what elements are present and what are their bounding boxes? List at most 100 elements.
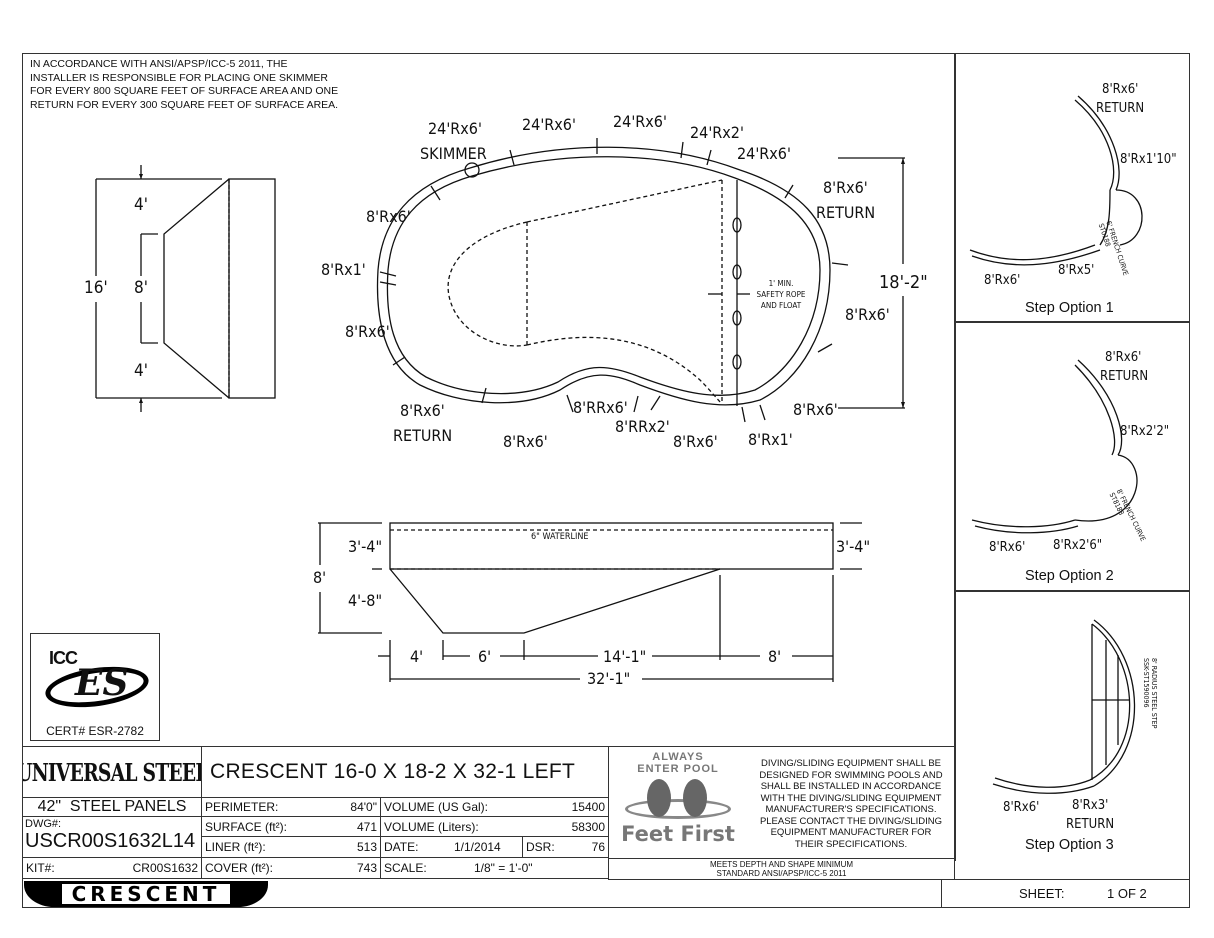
surface-cell: SURFACE (ft²): 471 — [201, 816, 381, 837]
kit-cell: KIT#: CR00S1632 — [22, 857, 202, 879]
date-value: 1/1/2014 — [454, 840, 501, 854]
panel-label: 8'Rx6' — [673, 432, 718, 451]
disclaimer-line: SHALL BE INSTALLED IN ACCORDANCE — [760, 781, 942, 792]
step-label: 8'Rx6' — [1003, 800, 1040, 815]
panel-label: 8'Rx6' — [793, 400, 838, 419]
universal-steel-logo: UNIVERSAL STEEL — [22, 757, 202, 787]
step-model-rotated: 8' RADIUS STEEL STEP SSK-ST1590096 — [1142, 658, 1158, 729]
es-logo-text: ES — [75, 662, 129, 704]
volume-liters-value: 58300 — [571, 819, 605, 834]
note-line: IN ACCORDANCE WITH ANSI/APSP/ICC-5 2011,… — [30, 58, 288, 70]
kit-number: CR00S1632 — [132, 861, 198, 875]
sheet-value: 1 OF 2 — [1107, 886, 1147, 901]
step-option-title: Step Option 2 — [1025, 568, 1114, 584]
panel-label: 24'Rx6' — [428, 119, 482, 138]
step-label: RETURN — [1096, 101, 1145, 116]
date-cell: DATE: 1/1/2014 — [380, 836, 523, 858]
waterline-label: 6" WATERLINE — [531, 532, 589, 542]
feet-first-line1: ALWAYS — [652, 751, 704, 763]
panel-label: 8'Rx6' — [845, 305, 890, 324]
step-label: RETURN — [1066, 817, 1115, 832]
return-label: 8'Rx6' — [823, 178, 868, 197]
panel-label: 8'Rx6' — [345, 322, 390, 341]
dwg-label: DWG#: — [25, 818, 62, 830]
standard-line: MEETS DEPTH AND SHAPE MINIMUM — [709, 860, 854, 869]
panel-label: 8'RRx2' — [615, 417, 670, 436]
note-line: INSTALLER IS RESPONSIBLE FOR PLACING ONE… — [30, 71, 328, 84]
width-dimension: 18'-2" — [879, 272, 928, 293]
end-view-bottom-dim: 4' — [134, 361, 148, 381]
icc-es-cert-box: ICC ES CERT# ESR-2782 — [30, 633, 160, 741]
total-depth: 8' — [313, 568, 327, 587]
step-label: 8'Rx6' — [984, 273, 1021, 288]
panels-cell: 42" STEEL PANELS — [22, 797, 202, 817]
sheet-cell: SHEET: 1 OF 2 — [941, 879, 1190, 908]
return-label: RETURN — [393, 426, 453, 445]
end-view-top-dim: 4' — [134, 195, 148, 215]
step-label: 8'Rx5' — [1058, 263, 1095, 278]
panel-label: 24'Rx2' — [690, 123, 744, 142]
dsr-label: DSR: — [526, 840, 555, 854]
return-label: RETURN — [816, 203, 876, 222]
disclaimer-line: PLEASE CONTACT THE DIVING/SLIDING — [759, 815, 943, 827]
standard-cell: MEETS DEPTH AND SHAPE MINIMUM STANDARD A… — [608, 858, 955, 880]
step-label: 8'Rx6' — [1102, 82, 1139, 97]
icc-logo-text: ICC — [49, 648, 78, 668]
deep-drop: 4'-8" — [348, 591, 383, 610]
dsr-value: 76 — [591, 840, 605, 854]
crescent-logo-text: CRESCENT — [61, 884, 231, 904]
end-view-mid-dim: 8' — [134, 278, 148, 298]
step-column-divider — [954, 53, 956, 861]
return-label: 8'Rx6' — [400, 401, 445, 420]
step-option-title: Step Option 1 — [1025, 300, 1114, 316]
scale-cell: SCALE: 1/8" = 1'-0" — [380, 857, 609, 879]
shallow-depth-right: 3'-4" — [836, 537, 871, 556]
pool-title: CRESCENT 16-0 X 18-2 X 32-1 LEFT — [210, 760, 576, 783]
dwg-cell: DWG#: USCR00S1632L14 — [22, 816, 202, 858]
sheet-label: SHEET: — [1019, 886, 1065, 901]
liner-cell: LINER (ft²): 513 — [201, 836, 381, 858]
volume-liters-cell: VOLUME (Liters): 58300 — [380, 816, 609, 837]
note-line: FOR EVERY 800 SQUARE FEET OF SURFACE ARE… — [30, 85, 339, 97]
panel-label: 8'Rx1' — [321, 260, 366, 279]
disclaimer-line: THEIR SPECIFICATIONS. — [794, 838, 908, 850]
panel-label: 8'Rx1' — [748, 430, 793, 449]
drawing-frame — [22, 53, 1190, 908]
panels-label: 42" STEEL PANELS — [37, 798, 187, 815]
panel-label: 8'Rx6' — [503, 432, 548, 451]
dwg-number: USCR00S1632L14 — [25, 830, 196, 852]
length-seg-3: 14'-1" — [603, 647, 647, 666]
dsr-cell: DSR: 76 — [522, 836, 609, 858]
scale-label: SCALE: — [384, 861, 427, 875]
cert-number: CERT# ESR-2782 — [46, 724, 144, 738]
volume-liters-label: VOLUME (Liters): — [384, 819, 479, 834]
date-label: DATE: — [384, 840, 419, 854]
length-seg-2: 6' — [478, 647, 492, 666]
panel-label: 8'RRx6' — [573, 398, 628, 417]
surface-value: 471 — [356, 819, 377, 834]
disclaimer-line: DESIGNED FOR SWIMMING POOLS AND — [759, 769, 943, 781]
perimeter-value: 84'0" — [350, 800, 377, 814]
kit-label: KIT#: — [26, 861, 55, 875]
step-label: 8'Rx2'2" — [1120, 424, 1170, 439]
diving-disclaimer: DIVING/SLIDING EQUIPMENT SHALL BE DESIGN… — [751, 758, 951, 850]
cover-value: 743 — [356, 861, 377, 875]
brand-cell: UNIVERSAL STEEL — [22, 746, 202, 798]
panel-label: 24'Rx6' — [613, 112, 667, 131]
step-label: 8'Rx6' — [989, 540, 1026, 555]
volume-gal-label: VOLUME (US Gal): — [384, 800, 489, 814]
crescent-logo: CRESCENT — [24, 881, 268, 907]
disclaimer-line: WITH THE DIVING/SLIDING EQUIPMENT — [760, 792, 942, 804]
step-label: 8'Rx3' — [1072, 798, 1109, 813]
cover-cell: COVER (ft²): 743 — [201, 857, 381, 879]
end-view-overall-dim: 16' — [84, 278, 108, 298]
step-label: 8'Rx1'10" — [1120, 152, 1177, 167]
perimeter-label: PERIMETER: — [205, 800, 279, 814]
feet-first-logo: ALWAYS ENTER POOL Feet First — [615, 751, 741, 857]
feet-first-cell: ALWAYS ENTER POOL Feet First DIVING/SLID… — [608, 746, 955, 859]
length-seg-4: 8' — [768, 647, 782, 666]
disclaimer-line: DIVING/SLIDING EQUIPMENT SHALL BE — [760, 758, 942, 769]
pool-title-cell: CRESCENT 16-0 X 18-2 X 32-1 LEFT — [201, 746, 609, 798]
safety-rope-note: 1' MIN. SAFETY ROPE AND FLOAT — [756, 279, 806, 310]
